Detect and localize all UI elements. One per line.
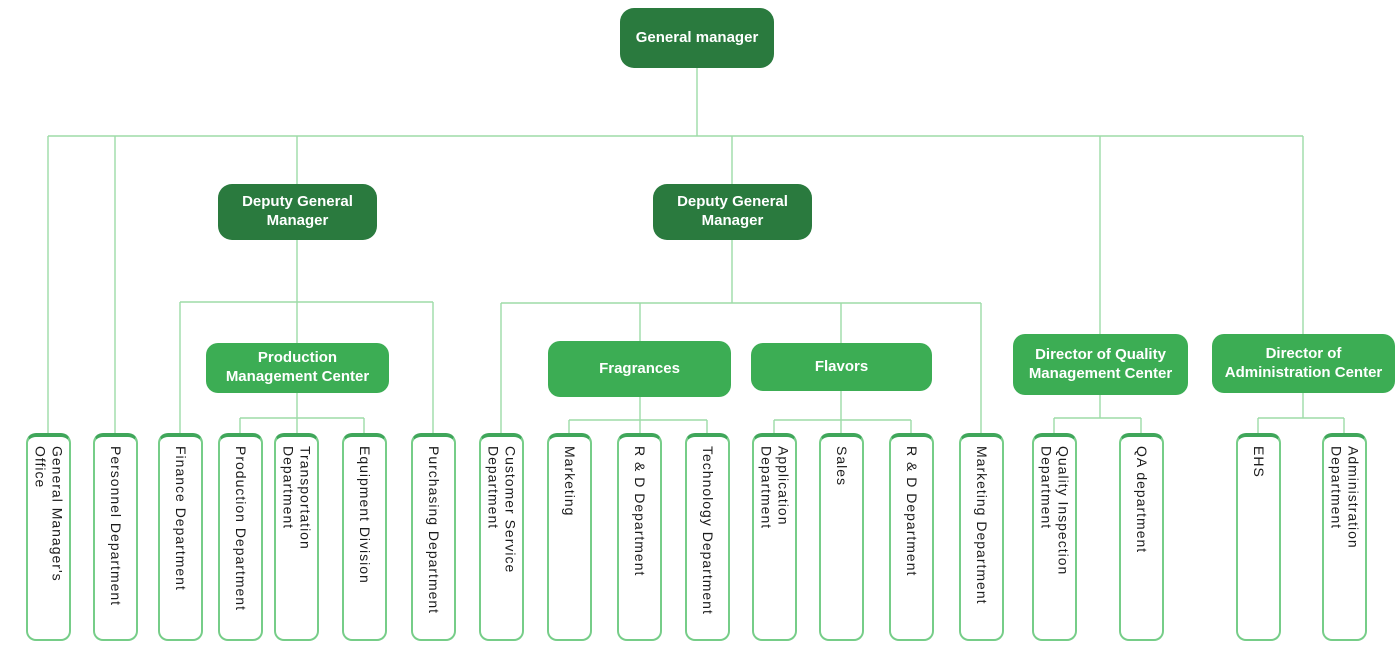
leaf-label: Marketing Department <box>974 446 990 605</box>
node-personnel-department: Personnel Department <box>93 433 138 641</box>
node-purchasing-department: Purchasing Department <box>411 433 456 641</box>
leaf-label: QA department <box>1134 446 1150 554</box>
node-director-quality-management-center: Director of Quality Management Center <box>1013 334 1188 395</box>
connector-deputy2-subtree <box>500 240 982 435</box>
node-administration-department: Administration Department <box>1322 433 1367 641</box>
node-marketing-department: Marketing Department <box>959 433 1004 641</box>
leaf-label: Transportation Department <box>280 446 314 550</box>
node-label: Director of Administration Center <box>1224 344 1383 381</box>
node-deputy-general-manager-commercial: Deputy General Manager <box>653 184 812 240</box>
node-label: Production Management Center <box>225 349 370 385</box>
node-general-manager: General manager <box>620 8 774 68</box>
node-production-department: Production Department <box>218 433 263 641</box>
leaf-label: EHS <box>1251 446 1267 478</box>
node-deputy-general-manager-production: Deputy General Manager <box>218 184 377 240</box>
node-application-department: Application Department <box>752 433 797 641</box>
connector-deputy1-subtree <box>179 240 434 435</box>
node-label: Fragrances <box>599 359 680 377</box>
leaf-label: Equipment Division <box>357 446 373 584</box>
node-label: Director of Quality Management Center <box>1028 345 1173 382</box>
leaf-label: Application Department <box>758 446 792 530</box>
node-flavors: Flavors <box>751 343 932 391</box>
leaf-label: General Manager's Office <box>32 446 66 582</box>
node-transportation-department: Transportation Department <box>274 433 319 641</box>
node-label: Deputy General Manager <box>242 193 353 229</box>
node-technology-department: Technology Department <box>685 433 730 641</box>
node-finance-department: Finance Department <box>158 433 203 641</box>
leaf-label: Finance Department <box>173 446 189 591</box>
leaf-label: Quality Inspection Department <box>1038 446 1072 576</box>
node-production-management-center: Production Management Center <box>206 343 389 393</box>
leaf-label: Customer Service Department <box>485 446 519 574</box>
node-equipment-division: Equipment Division <box>342 433 387 641</box>
leaf-label: R & D Department <box>632 446 648 577</box>
leaf-label: Technology Department <box>700 446 716 615</box>
node-qa-department: QA department <box>1119 433 1164 641</box>
leaf-label: R & D Department <box>904 446 920 577</box>
node-sales: Sales <box>819 433 864 641</box>
node-rd-department-flavors: R & D Department <box>889 433 934 641</box>
node-rd-department-fragrances: R & D Department <box>617 433 662 641</box>
node-label: Flavors <box>814 357 869 375</box>
node-quality-inspection-department: Quality Inspection Department <box>1032 433 1077 641</box>
leaf-label: Purchasing Department <box>426 446 442 615</box>
node-fragrances: Fragrances <box>548 341 731 397</box>
leaf-label: Marketing <box>562 446 578 517</box>
node-label: Deputy General Manager <box>677 193 788 229</box>
node-ehs: EHS <box>1236 433 1281 641</box>
leaf-label: Production Department <box>233 446 249 611</box>
node-director-administration-center: Director of Administration Center <box>1212 334 1395 393</box>
leaf-label: Sales <box>834 446 850 487</box>
connector-directors-subtree <box>1053 393 1345 435</box>
node-label: General manager <box>635 28 759 46</box>
connector-top-level <box>47 68 1304 435</box>
node-marketing: Marketing <box>547 433 592 641</box>
node-general-managers-office: General Manager's Office <box>26 433 71 641</box>
node-customer-service-department: Customer Service Department <box>479 433 524 641</box>
leaf-label: Personnel Department <box>108 446 124 607</box>
leaf-label: Administration Department <box>1328 446 1362 549</box>
